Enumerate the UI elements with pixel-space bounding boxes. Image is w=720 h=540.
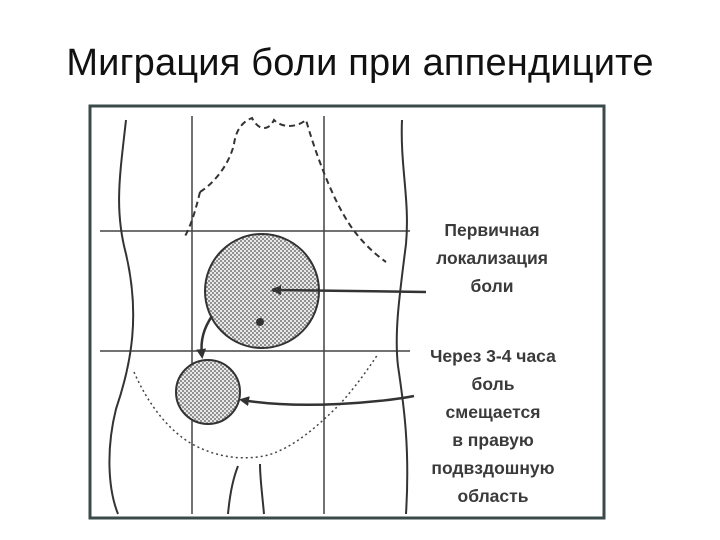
migration-label: Через 3-4 часа боль смещается в правую п… [430,346,556,506]
arrow-to-primary-zone [271,285,427,296]
pelvis-outline [133,353,379,459]
primary-label-line-1: Первичная [444,220,539,240]
migration-label-line-2: боль [472,374,515,394]
torso-outline [108,119,409,515]
primary-label-line-2: локализация [436,248,548,268]
migration-label-line-3: смещается [446,402,541,422]
migration-label-line-6: область [458,486,529,506]
primary-localization-label: Первичная локализация боли [436,220,548,296]
diagram-frame [88,104,606,520]
rib-cage-outline [199,116,387,263]
migration-label-line-4: в правую [452,430,534,450]
migration-label-line-5: подвздошную [431,458,554,478]
primary-label-line-3: боли [471,276,514,296]
navel-icon [256,318,264,326]
arrow-migration-down [196,315,214,359]
right-iliac-pain-zone [175,359,241,425]
slide-title: Миграция боли при аппендиците [66,42,654,84]
migration-label-line-1: Через 3-4 часа [430,346,556,366]
rib-cage-left [183,191,201,239]
arrow-to-iliac-zone [239,394,415,407]
abdomen-diagram: Первичная локализация боли Через 3-4 час… [88,104,608,522]
abdominal-grid [100,116,410,514]
